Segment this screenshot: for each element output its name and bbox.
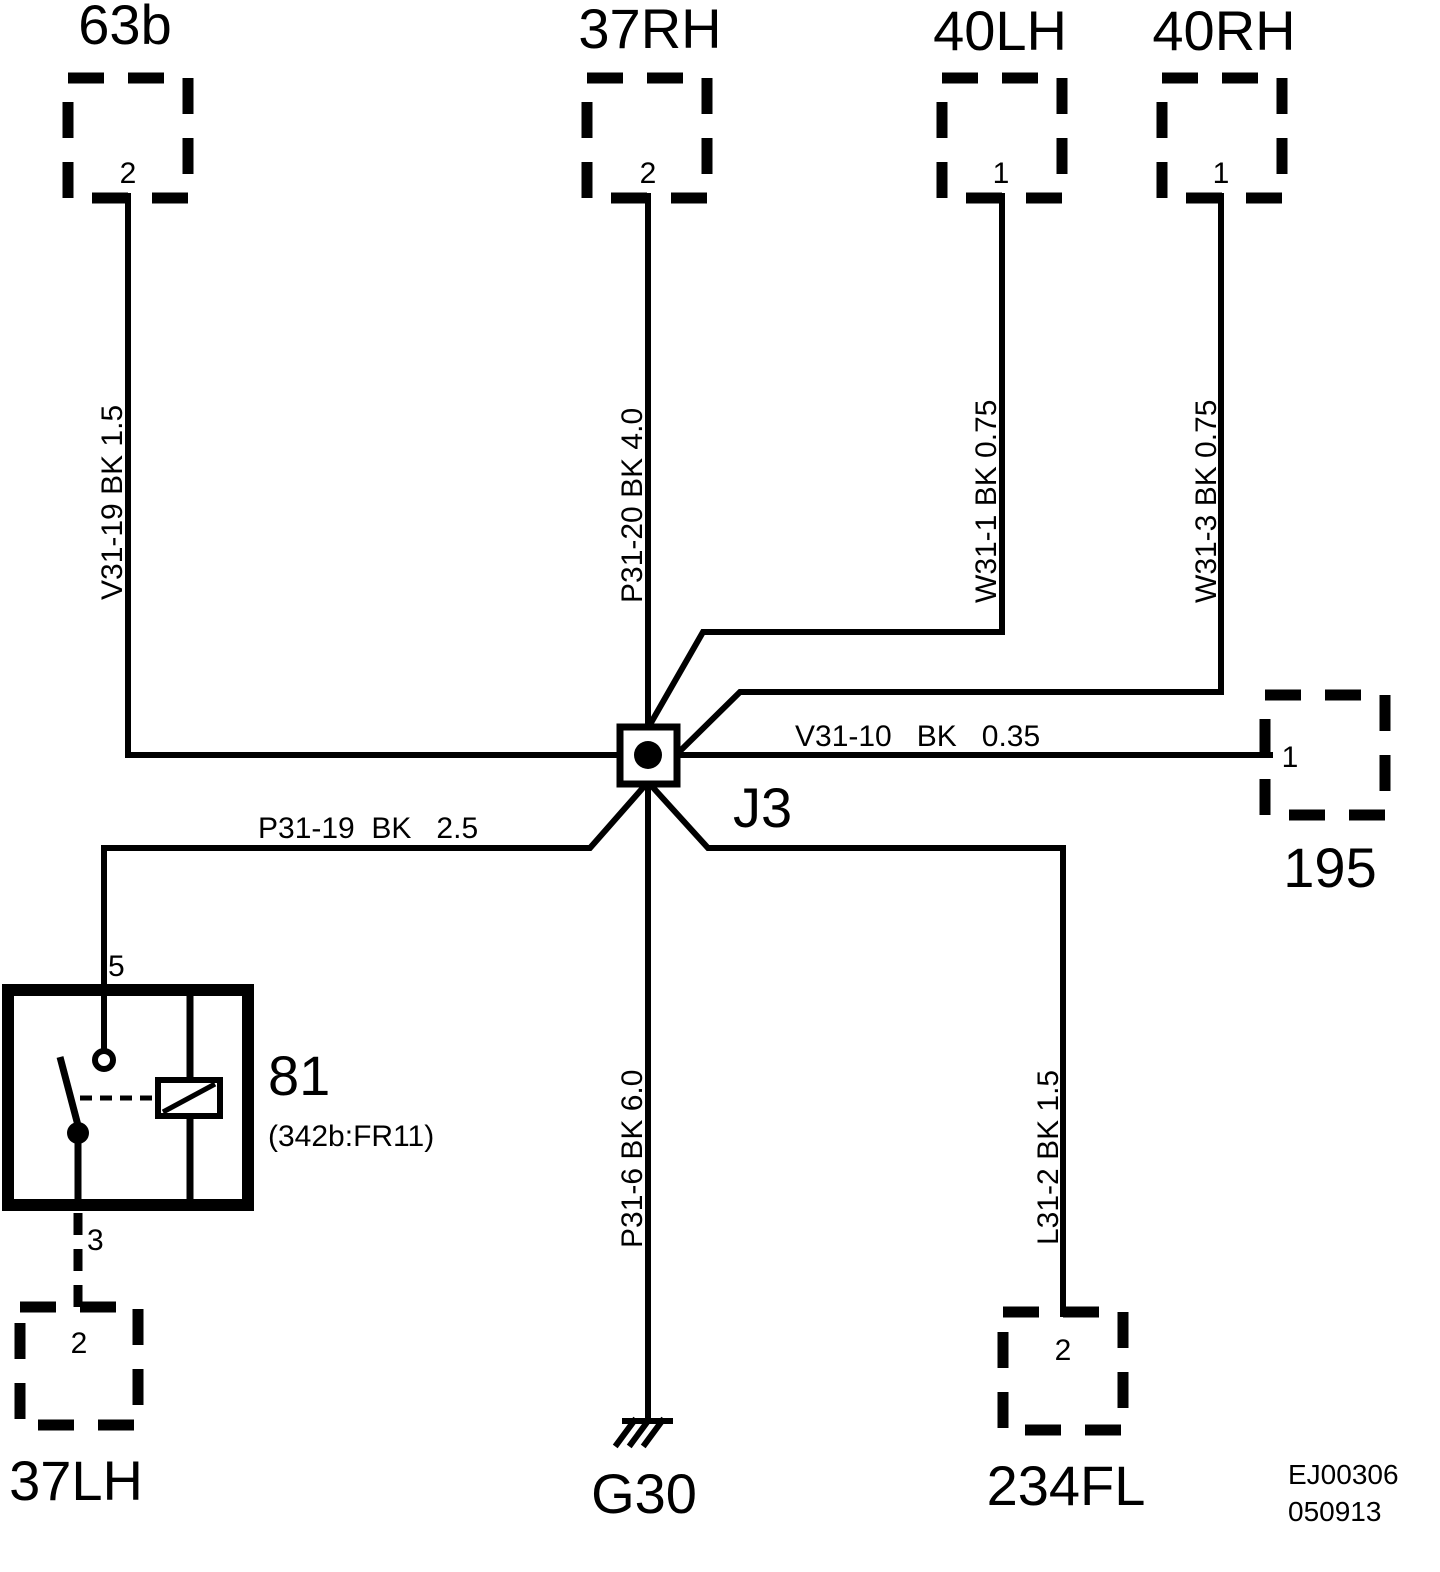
splice-j3: J3 <box>616 723 792 839</box>
connector-40rh-label: 40RH <box>1152 0 1295 62</box>
wire-p31-19-label: P31-19 BK 2.5 <box>258 812 478 845</box>
ground-g30: G30 <box>591 1416 697 1525</box>
wire-v31-19-label: V31-19 BK 1.5 <box>96 405 129 600</box>
relay-contact-open <box>92 1048 116 1072</box>
wire-l31-2-label: L31-2 BK 1.5 <box>1032 1070 1065 1245</box>
connector-195-pin: 1 <box>1282 741 1299 774</box>
relay-81-sublabel: (342b:FR11) <box>268 1120 434 1153</box>
connector-40lh-label: 40LH <box>933 0 1067 62</box>
connector-40lh: 40LH 1 <box>933 0 1068 204</box>
wire-p31-19: P31-19 BK 2.5 <box>101 777 653 1061</box>
connector-234fl-pin: 2 <box>1055 1334 1072 1367</box>
connector-63b-label: 63b <box>78 0 171 56</box>
wire-v31-10-label: V31-10 BK 0.35 <box>795 720 1040 753</box>
splice-j3-label: J3 <box>733 776 792 839</box>
wire-p31-6-label: P31-6 BK 6.0 <box>616 1070 649 1248</box>
wire-w31-1-label: W31-1 BK 0.75 <box>970 400 1003 603</box>
relay-81: 81 (342b:FR11) 5 3 <box>2 950 434 1308</box>
relay-body <box>2 984 254 1211</box>
connector-40lh-pin: 1 <box>993 157 1010 190</box>
wire-p31-6: P31-6 BK 6.0 <box>616 779 651 1423</box>
relay-pin-5: 5 <box>108 950 125 983</box>
wire-p31-20: P31-20 BK 4.0 <box>616 193 651 758</box>
connector-37rh-label: 37RH <box>578 0 721 60</box>
relay-81-label: 81 <box>268 1044 330 1107</box>
connector-40rh-pin: 1 <box>1213 157 1230 190</box>
wire-v31-10: V31-10 BK 0.35 <box>673 720 1273 758</box>
wire-w31-1: W31-1 BK 0.75 <box>643 193 1005 733</box>
relay-pin-3: 3 <box>87 1224 104 1257</box>
diagram-date: 050913 <box>1288 1496 1381 1527</box>
diagram-code: EJ00306 <box>1288 1459 1399 1490</box>
wire-l31-2: L31-2 BK 1.5 <box>643 777 1066 1317</box>
wire-w31-3-label: W31-3 BK 0.75 <box>1190 400 1223 603</box>
connector-195-label: 195 <box>1283 836 1376 899</box>
connector-37rh-pin: 2 <box>640 157 657 190</box>
wire-v31-19: V31-19 BK 1.5 <box>96 193 651 758</box>
wire-w31-3: W31-3 BK 0.75 <box>671 193 1224 760</box>
connector-195: 195 1 <box>1259 689 1391 899</box>
connector-37lh-pin: 2 <box>71 1327 88 1360</box>
connector-234fl-label: 234FL <box>987 1454 1146 1517</box>
connector-40rh: 40RH 1 <box>1152 0 1296 204</box>
splice-dot <box>634 741 662 769</box>
connector-37rh: 37RH 2 <box>578 0 722 204</box>
connector-37lh: 37LH 2 <box>9 1301 144 1512</box>
connector-63b: 63b 2 <box>62 0 194 204</box>
connector-234fl: 234FL 2 <box>987 1306 1146 1517</box>
ground-symbol-label: G30 <box>591 1462 697 1525</box>
wire-p31-20-label: P31-20 BK 4.0 <box>616 408 649 603</box>
connector-37lh-label: 37LH <box>9 1449 143 1512</box>
connector-63b-pin: 2 <box>120 157 137 190</box>
